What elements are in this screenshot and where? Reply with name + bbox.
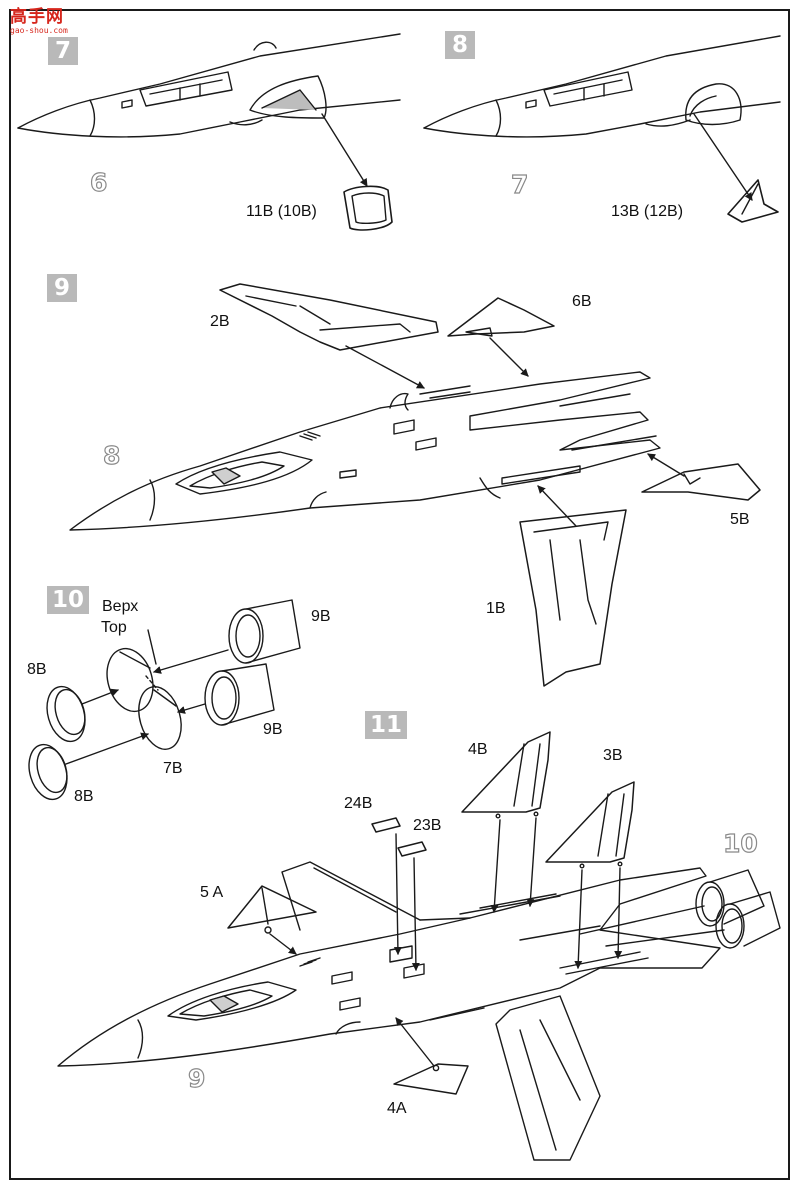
arrow-4B-left <box>490 819 501 913</box>
top-marker-leader <box>147 629 157 665</box>
step7-intake-cover-part <box>343 185 393 231</box>
label-9B-upper: 9B <box>311 608 331 625</box>
step9-wing-2B <box>219 283 439 351</box>
ref-step-8: 8 <box>102 440 121 470</box>
arrow-5A <box>269 933 297 955</box>
step11-part-24B <box>371 817 401 833</box>
step10-ring-8B-upper <box>46 685 86 743</box>
watermark-logo: 高手网 gao-shou.com <box>10 9 68 35</box>
label-7B: 7B <box>163 760 183 777</box>
label-11B: 11B (10B) <box>246 203 317 220</box>
label-3B: 3B <box>603 747 623 764</box>
step10-nozzle-9B-lower <box>204 663 275 726</box>
step9-wing-1B <box>519 509 627 687</box>
label-5B: 5B <box>730 511 750 528</box>
step-number-11: 11 <box>365 711 407 739</box>
step10-ring-8B-lower <box>28 743 68 801</box>
step11-part-4A <box>393 1063 469 1095</box>
step11-part-23B <box>397 841 427 857</box>
arrow-3B-right <box>614 867 623 959</box>
label-13B: 13B (12B) <box>611 203 684 220</box>
watermark-url: gao-shou.com <box>10 26 68 35</box>
instruction-page-frame <box>9 9 790 1180</box>
step-number-10: 10 <box>47 586 89 614</box>
label-verkh: Верх <box>102 598 139 615</box>
ref-step-9: 9 <box>187 1063 206 1093</box>
step11-fin-3B <box>545 781 635 869</box>
step7-leader-arrow <box>321 113 368 187</box>
step11-fin-4B <box>461 731 551 819</box>
step7-nose-section <box>17 33 401 138</box>
step8-leader-arrow <box>693 113 753 201</box>
label-9B-lower: 9B <box>263 721 283 738</box>
arrow-3B-left <box>574 869 583 969</box>
arrow-1B <box>537 485 577 527</box>
arrow-8B-lower <box>65 732 149 765</box>
label-5A: 5 A <box>200 884 224 901</box>
ref-step-7: 7 <box>510 169 529 199</box>
arrow-5B <box>647 453 685 477</box>
label-8B-upper: 8B <box>27 661 47 678</box>
watermark-text: 高手网 <box>10 7 64 27</box>
step9-part-6B <box>447 297 555 337</box>
label-4A: 4A <box>387 1100 407 1117</box>
step8-ramp-part <box>727 179 779 223</box>
step-number-9: 9 <box>47 274 77 302</box>
step10-nozzle-assembly <box>106 647 182 750</box>
arrow-24B <box>393 833 402 955</box>
label-6B: 6B <box>572 293 592 310</box>
arrow-2B <box>345 345 425 389</box>
step8-nose-section <box>423 35 781 138</box>
arrow-4A <box>395 1017 435 1067</box>
arrow-8B-upper <box>81 688 119 705</box>
step-number-8: 8 <box>445 31 475 59</box>
arrow-9B-lower <box>177 703 206 714</box>
step11-nozzles <box>695 869 781 949</box>
label-1B: 1B <box>486 600 506 617</box>
ref-step-6: 6 <box>89 167 108 197</box>
nozzle-leader-upper <box>579 905 705 935</box>
arrow-4B-right <box>526 817 537 907</box>
nozzle-leader-lower <box>605 929 725 947</box>
step9-part-5B <box>641 463 761 501</box>
label-8B-lower: 8B <box>74 788 94 805</box>
step10-nozzle-9B-upper <box>228 599 301 664</box>
arrow-6B <box>489 337 529 377</box>
arrow-23B <box>411 857 420 971</box>
step11-part-5A <box>227 885 317 934</box>
step9-fuselage <box>69 371 661 531</box>
arrow-9B-upper <box>153 649 229 674</box>
label-24B: 24B <box>344 795 373 812</box>
step-number-7: 7 <box>48 37 78 65</box>
label-4B: 4B <box>468 741 488 758</box>
label-top: Top <box>101 619 127 636</box>
ref-step-10: 10 <box>722 828 758 858</box>
label-23B: 23B <box>413 817 442 834</box>
label-2B: 2B <box>210 313 230 330</box>
